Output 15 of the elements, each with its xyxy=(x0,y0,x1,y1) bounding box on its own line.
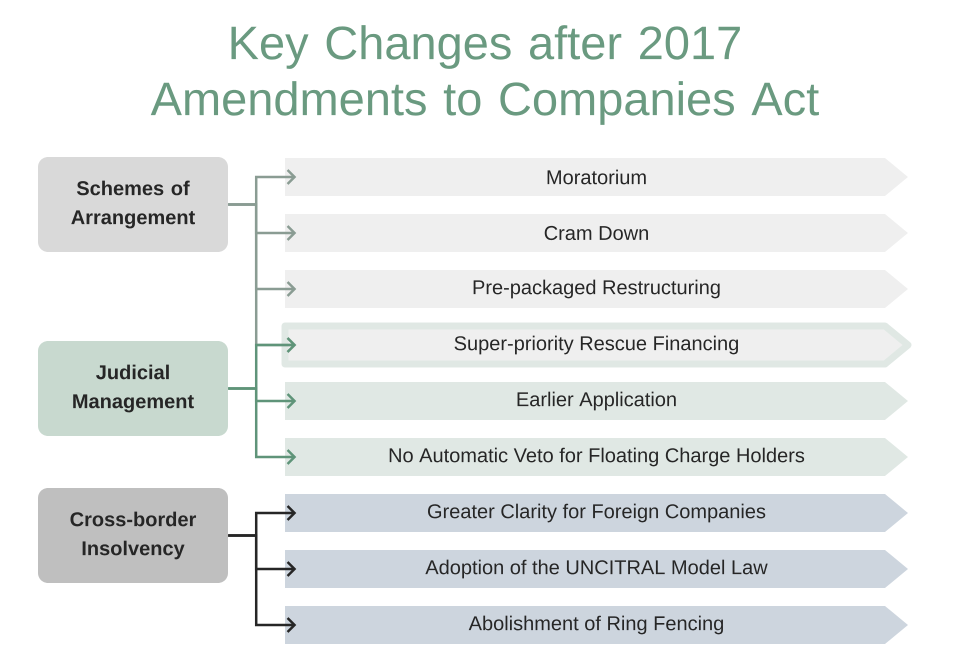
chevron-box: Moratorium xyxy=(285,158,908,196)
chevron-box: Earlier Application xyxy=(285,382,908,420)
chevron-box: Pre-packaged Restructuring xyxy=(285,270,908,308)
chevron-box: Abolishment of Ring Fencing xyxy=(285,606,908,644)
arrow xyxy=(228,387,296,465)
category-box: Cross-border Insolvency xyxy=(38,488,228,583)
chevron-box: No Automatic Veto for Floating Charge Holders xyxy=(285,438,908,476)
chevron-box: Greater Clarity for Foreign Companies xyxy=(285,494,908,532)
category-box: Judicial Management xyxy=(38,341,228,436)
chevron-box: Cram Down xyxy=(285,214,908,252)
chevron-box: Adoption of the UNCITRAL Model Law xyxy=(285,550,908,588)
arrow xyxy=(228,534,296,633)
title: Key Changes after 2017 Amendments to Companies Act xyxy=(150,25,819,125)
chevron-box: Super-priority Rescue Financing xyxy=(282,322,912,368)
category-box: Schemes of Arrangement xyxy=(38,157,228,252)
